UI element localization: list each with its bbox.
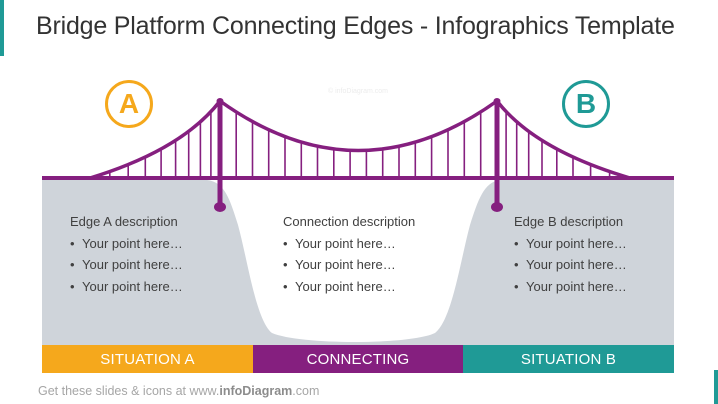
connection-heading: Connection description — [283, 214, 416, 229]
tower-right — [494, 100, 500, 206]
edge-a-letter: A — [118, 88, 140, 119]
list-item: • Your point here… — [70, 276, 183, 298]
edge-a-column: Edge A description • Your point here… • Yo… — [70, 211, 183, 297]
bullet: • — [514, 235, 519, 251]
edge-b-points: • Your point here… • Your point here… • You… — [514, 233, 627, 298]
accent-bar-right — [714, 370, 718, 404]
bullet: • — [514, 257, 519, 272]
cable-middle — [218, 99, 499, 153]
edge-b-badge: B — [562, 80, 610, 128]
edge-b-heading: Edge B description — [514, 214, 624, 229]
situation-b-bar: SITUATION B — [463, 345, 674, 373]
bullet: • — [514, 278, 519, 294]
valley-ground — [42, 180, 674, 345]
situation-a-bar: SITUATION A — [42, 345, 253, 373]
footer-credit: Get these slides & icons at www.infoDiag… — [38, 384, 319, 398]
bridge-hangers — [109, 111, 611, 176]
list-item: • Your point here… — [514, 233, 627, 255]
bullet: • — [283, 278, 288, 294]
connection-column: Connection description • Your point here…… — [283, 211, 415, 297]
list-item: • Your point here… — [283, 276, 415, 298]
tower-left — [217, 100, 223, 206]
footer-prefix: Get these slides & icons at www. — [38, 384, 220, 398]
connection-points: • Your point here… • Your point here… • You… — [283, 233, 415, 298]
connecting-bar: CONNECTING — [253, 345, 463, 373]
bullet: • — [283, 257, 288, 272]
edge-b-column: Edge B description • Your point here… • Yo… — [514, 211, 627, 297]
point-text: Your point here… — [82, 257, 183, 272]
list-item: • Your point here… — [514, 276, 627, 298]
point-text: Your point here… — [82, 235, 183, 251]
edge-a-heading: Edge A description — [70, 214, 178, 229]
accent-bar-left — [0, 0, 4, 56]
bullet: • — [70, 257, 75, 272]
point-text: Your point here… — [295, 278, 396, 294]
bullet: • — [283, 235, 288, 251]
point-text: Your point here… — [295, 257, 396, 272]
slide-title: Bridge Platform Connecting Edges - Infog… — [36, 12, 675, 40]
point-text: Your point here… — [526, 278, 627, 294]
footer-brand: infoDiagram — [219, 384, 293, 398]
list-item: • Your point here… — [283, 254, 415, 276]
point-text: Your point here… — [526, 235, 627, 251]
edge-a-points: • Your point here… • Your point here… • You… — [70, 233, 183, 298]
footer-suffix: .com — [292, 384, 320, 398]
cable-right — [495, 99, 631, 180]
bullet: • — [70, 235, 75, 251]
edge-b-letter: B — [575, 88, 597, 119]
edge-a-badge: A — [105, 80, 153, 128]
bridge-deck — [42, 176, 674, 180]
point-text: Your point here… — [82, 278, 183, 294]
list-item: • Your point here… — [70, 233, 183, 255]
tower-left-base — [214, 202, 226, 212]
list-item: • Your point here… — [70, 254, 183, 276]
cable-left — [89, 99, 222, 180]
point-text: Your point here… — [295, 235, 396, 251]
list-item: • Your point here… — [514, 254, 627, 276]
tower-right-base — [491, 202, 503, 212]
watermark: © infoDiagram.com — [328, 88, 389, 95]
list-item: • Your point here… — [283, 233, 415, 255]
bullet: • — [70, 278, 75, 294]
point-text: Your point here… — [526, 257, 627, 272]
